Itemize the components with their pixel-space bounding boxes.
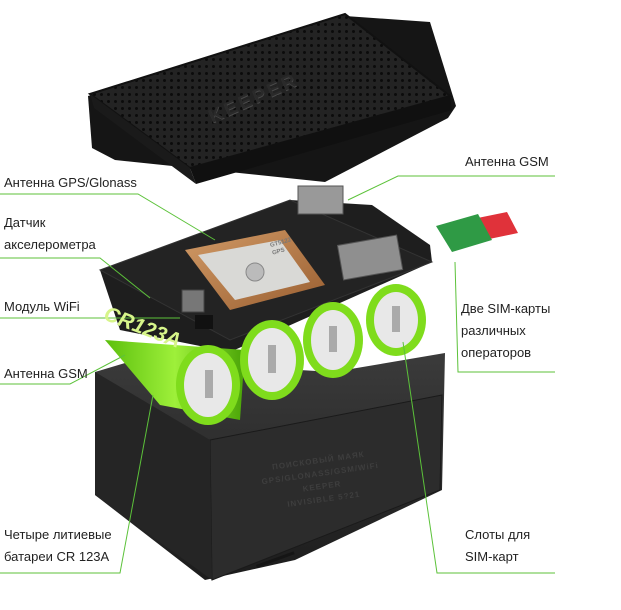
callout-sim-slots xyxy=(402,341,555,574)
callout-batteries xyxy=(0,394,154,574)
callout-accelerometer xyxy=(0,257,151,299)
callout-gsm-right xyxy=(347,175,555,201)
label-sim-slots: Слоты для SIM-карт xyxy=(465,527,531,564)
callout-gsm-left xyxy=(0,354,126,385)
callout-lines xyxy=(0,175,555,574)
label-gsm-antenna-right: Антенна GSM xyxy=(465,154,549,169)
label-wifi-module: Модуль WiFi xyxy=(4,299,80,314)
circuit-board xyxy=(98,185,434,352)
label-gsm-antenna-left: Антенна GSM xyxy=(4,366,88,381)
callout-gps xyxy=(0,193,216,241)
label-accelerometer: Датчик акселерометра xyxy=(4,215,96,252)
callout-sim-cards xyxy=(454,261,555,373)
label-two-sims: Две SIM-карты различных операторов xyxy=(461,301,551,360)
label-gps-antenna: Антенна GPS/Glonass xyxy=(4,175,137,190)
lid xyxy=(87,12,456,184)
sim-cards xyxy=(436,212,518,252)
label-batteries: Четыре литиевые батареи CR 123A xyxy=(4,527,112,564)
case xyxy=(95,353,445,581)
batteries xyxy=(105,284,426,425)
